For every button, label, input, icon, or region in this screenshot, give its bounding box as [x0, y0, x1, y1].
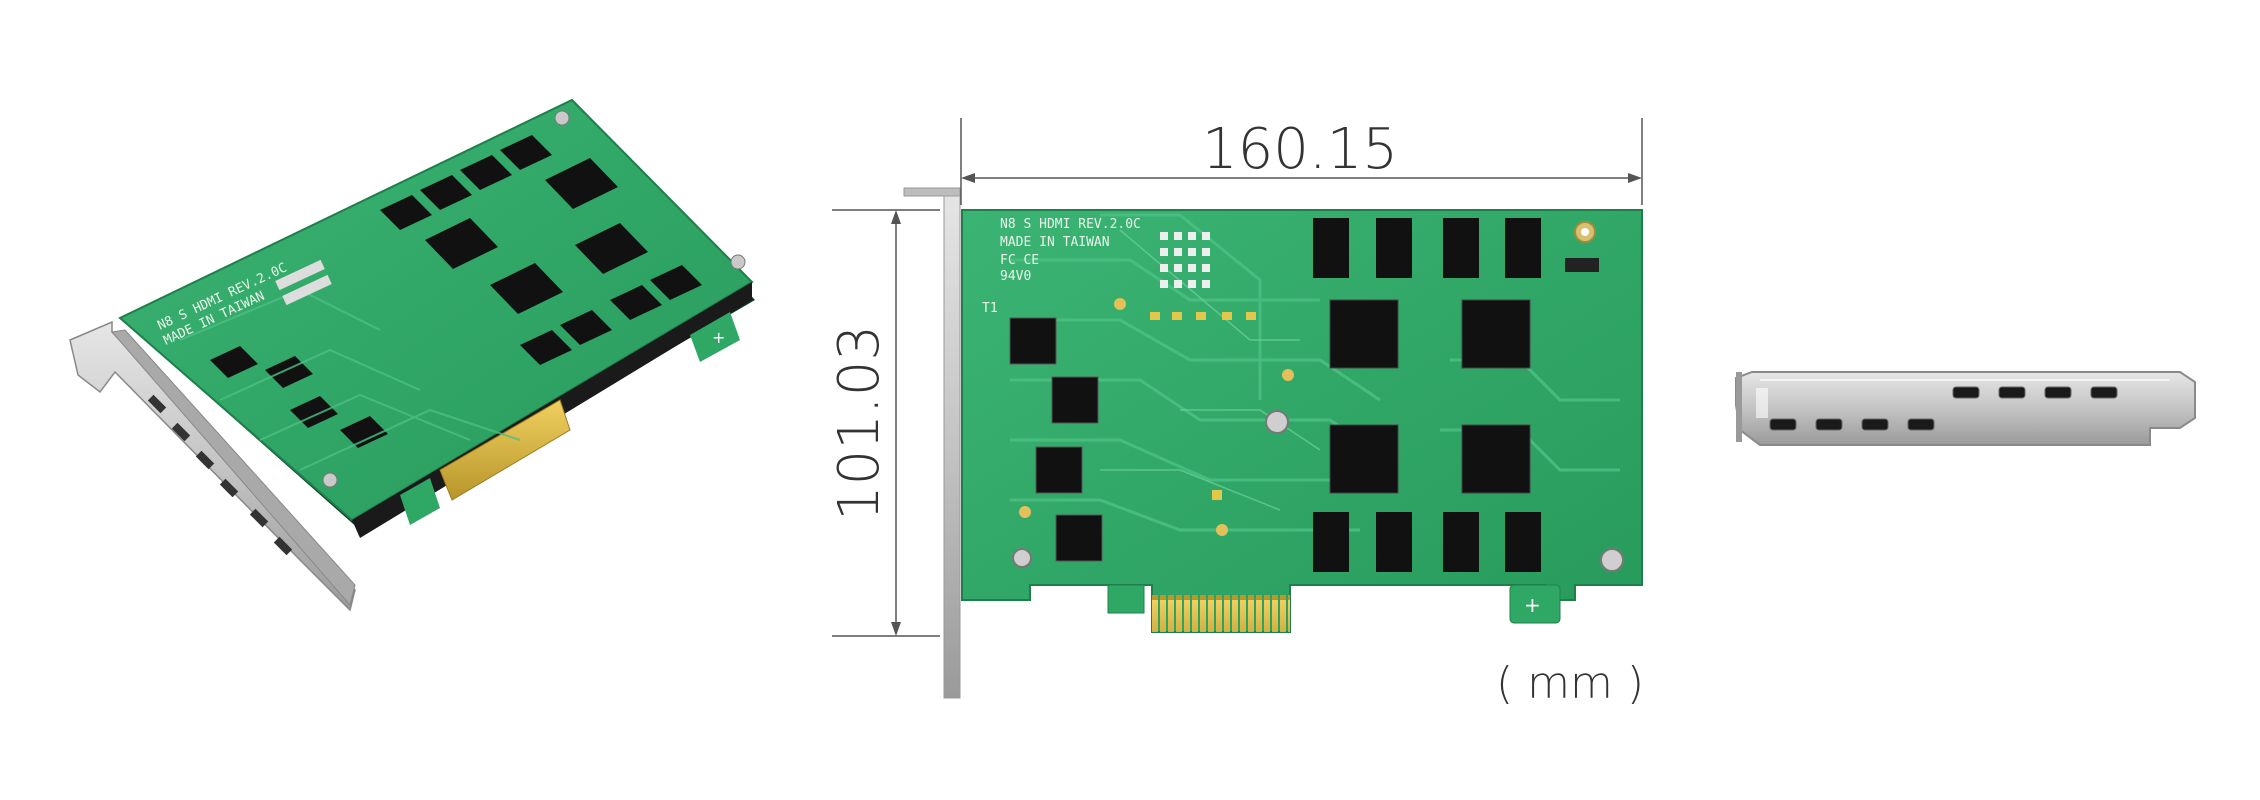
silk-ul: 94V0 [1000, 269, 1031, 284]
silk-origin: MADE IN TAIWAN [1000, 235, 1110, 250]
silk-ref: T1 [982, 301, 998, 316]
svg-text:+: + [1524, 593, 1541, 617]
left-chips [1009, 317, 1103, 562]
bracket-ports-top-row [1952, 386, 2118, 399]
iso-bracket-ports [147, 394, 293, 556]
silk-marks: FC CE [1000, 253, 1039, 268]
isometric-card-view: + N8 S HDMI REV.2.0C [69, 98, 755, 612]
pin-header [1160, 232, 1210, 288]
bracket-front-view [1735, 371, 2196, 446]
memory-chips [1313, 218, 1541, 572]
top-view-bracket [943, 187, 961, 699]
iso-chips [210, 135, 702, 448]
dimension-annotations [832, 118, 1643, 637]
height-dimension-label: 101.03 [827, 325, 892, 521]
iso-gold-fingers [439, 399, 571, 501]
unit-label: ( mm ) [1496, 658, 1644, 709]
processor-chips [1329, 299, 1531, 494]
bracket-plate [1735, 371, 2196, 446]
top-view-gold-fingers [1152, 595, 1290, 632]
iso-bracket [69, 320, 356, 612]
width-dimension-label: 160.15 [1202, 117, 1398, 182]
svg-text:+: + [712, 328, 725, 347]
top-view-card: + N8 S HDMI REV.2.0C MADE IN TAIWAN FC C… [903, 187, 1643, 699]
silk-model: N8 S HDMI REV.2.0C [1000, 217, 1141, 232]
mounting-holes [1012, 221, 1624, 572]
bracket-ports-bottom-row [1769, 418, 1935, 431]
